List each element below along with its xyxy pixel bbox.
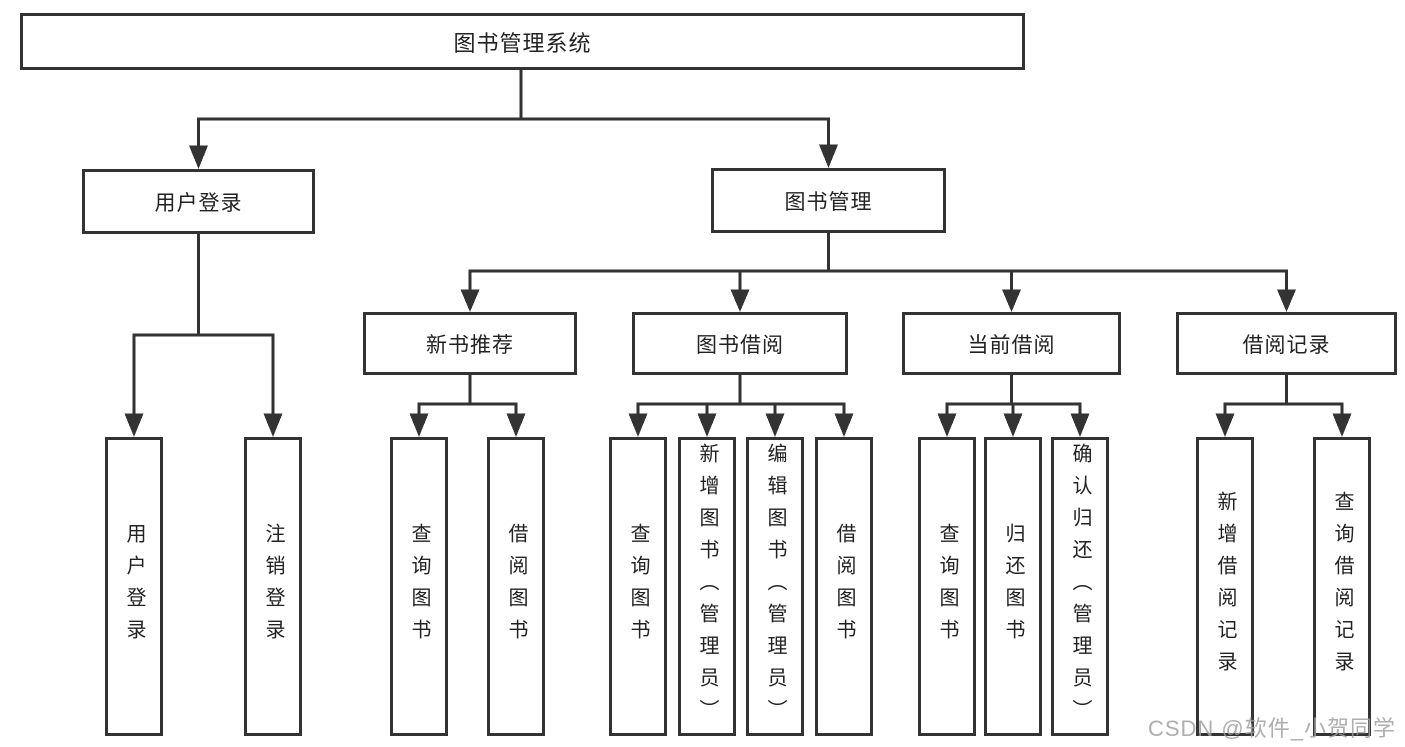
node-label: 图书借阅	[696, 333, 784, 357]
arrow-down-icon	[506, 413, 526, 437]
node-label: 借阅图书	[833, 522, 855, 651]
node-label: 查询图书	[408, 522, 430, 651]
node-label: 图书管理系统	[453, 30, 592, 56]
leaf-add-books-admin: 新增图书（管理员）	[678, 437, 736, 736]
node-label: 确认归还（管理员）	[1069, 442, 1091, 731]
edges-book-borrowing-to-leaves	[628, 375, 854, 437]
node-label: 用户登录	[154, 191, 243, 215]
arrow-down-icon	[1215, 413, 1235, 437]
leaf-logout: 注销登录	[244, 437, 302, 736]
arrow-down-icon	[1002, 289, 1021, 312]
node-label: 新书推荐	[426, 333, 514, 357]
node-label: 查询借阅记录	[1331, 490, 1353, 683]
node-user-login: 用户登录	[82, 169, 315, 234]
leaf-query-books-borrowing: 查询图书	[609, 437, 667, 736]
node-label: 编辑图书（管理员）	[764, 442, 786, 731]
arrow-down-icon	[819, 144, 838, 168]
node-label: 借阅记录	[1242, 333, 1331, 357]
leaf-borrow-books-recommend: 借阅图书	[487, 437, 545, 736]
node-book-management: 图书管理	[711, 168, 946, 233]
node-label: 查询图书	[936, 522, 958, 651]
node-label: 归还图书	[1002, 522, 1024, 651]
edges-book-management-to-level3	[460, 233, 1296, 312]
node-new-book-recommend: 新书推荐	[363, 312, 577, 375]
node-label: 新增图书（管理员）	[696, 442, 718, 731]
edges-current-borrowing-to-leaves	[937, 375, 1090, 437]
leaf-query-books-recommend: 查询图书	[390, 437, 448, 736]
node-label: 查询图书	[627, 522, 649, 651]
node-book-borrowing: 图书借阅	[632, 312, 848, 375]
leaf-query-borrow-record: 查询借阅记录	[1313, 437, 1371, 736]
arrow-down-icon	[409, 413, 429, 437]
arrow-down-icon	[1070, 413, 1090, 437]
arrow-down-icon	[460, 289, 480, 312]
node-label: 图书管理	[784, 190, 873, 214]
arrow-down-icon	[263, 413, 283, 437]
node-current-borrowing: 当前借阅	[902, 312, 1121, 375]
arrow-down-icon	[937, 413, 957, 437]
node-library-management-system: 图书管理系统	[20, 13, 1025, 70]
arrow-down-icon	[189, 145, 208, 169]
leaf-return-books: 归还图书	[984, 437, 1042, 736]
arrow-down-icon	[730, 289, 750, 312]
node-borrowing-records: 借阅记录	[1176, 312, 1397, 375]
edges-borrowing-records-to-leaves	[1215, 375, 1352, 437]
leaf-user-login: 用户登录	[105, 437, 163, 736]
arrow-down-icon	[765, 413, 785, 437]
watermark: CSDN @软件_小贺同学	[1147, 716, 1396, 741]
arrow-down-icon	[697, 413, 717, 437]
leaf-confirm-return-admin: 确认归还（管理员）	[1051, 437, 1109, 736]
node-label: 注销登录	[262, 522, 284, 651]
leaf-borrow-books-borrowing: 借阅图书	[815, 437, 873, 736]
edges-user-login-to-leaves	[124, 234, 283, 437]
edges-root-to-level2	[189, 70, 838, 169]
node-label: 用户登录	[123, 522, 145, 651]
arrow-down-icon	[124, 413, 144, 437]
leaf-add-borrow-record: 新增借阅记录	[1196, 437, 1254, 736]
leaf-edit-books-admin: 编辑图书（管理员）	[746, 437, 804, 736]
arrow-down-icon	[628, 413, 648, 437]
arrow-down-icon	[1003, 413, 1023, 437]
node-label: 新增借阅记录	[1214, 490, 1236, 683]
arrow-down-icon	[834, 413, 854, 437]
leaf-query-books-current: 查询图书	[918, 437, 976, 736]
node-label: 当前借阅	[967, 333, 1056, 357]
arrow-down-icon	[1332, 413, 1352, 437]
arrow-down-icon	[1277, 289, 1296, 312]
node-label: 借阅图书	[505, 522, 527, 651]
edges-new-book-recommend-to-leaves	[409, 375, 526, 437]
